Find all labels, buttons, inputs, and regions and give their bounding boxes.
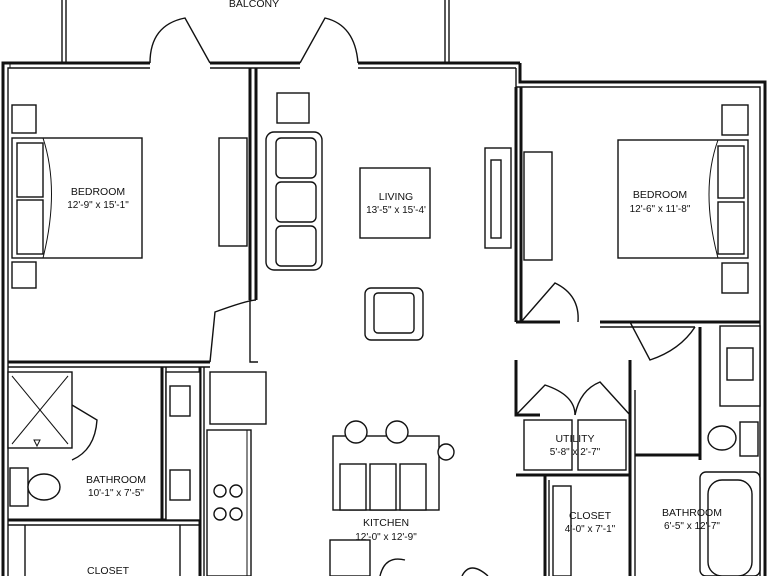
- bathroom-left-dims: 10'-1" x 7'-5": [88, 488, 144, 499]
- washer: [523, 419, 573, 471]
- bathroom-right-label: BATHROOM: [662, 507, 722, 519]
- closet-right-label: CLOSET: [569, 510, 612, 522]
- living-label: LIVING: [379, 191, 413, 203]
- balcony-label: BALCONY: [229, 0, 279, 10]
- room-labels: BALCONY BEDROOM 12'-9" x 15'-1" LIVING 1…: [67, 0, 722, 576]
- interior-walls: [8, 68, 760, 576]
- bathroom-right-dims: 6'-5" x 12'-7": [664, 521, 720, 532]
- door-swings: [71, 282, 696, 576]
- stove-burner: [213, 484, 227, 498]
- bathroom-left-label: BATHROOM: [86, 474, 146, 486]
- dryer: [577, 419, 627, 471]
- utility-label: UTILITY: [555, 433, 594, 445]
- kitchen-dims: 12'-0" x 12'-9": [355, 532, 417, 543]
- kitchen-label: KITCHEN: [363, 517, 409, 529]
- bedroom-left-dims: 12'-9" x 15'-1": [67, 200, 129, 211]
- coffee-table: [359, 167, 431, 239]
- right-bedroom-furniture: [523, 104, 749, 294]
- right-bathroom-fixtures: [699, 325, 761, 576]
- balcony-area: [61, 0, 450, 62]
- kitchen-fixtures: [206, 371, 455, 576]
- left-bedroom-furniture: [11, 104, 248, 289]
- toilet-left: [27, 473, 61, 501]
- balcony-door-left: [149, 17, 359, 64]
- utility-fixtures: [523, 419, 627, 576]
- living-dims: 13'-5" x 15'-4': [366, 205, 426, 216]
- toilet-right: [707, 425, 737, 451]
- closet-right-dims: 4'-0" x 7'-1": [565, 524, 616, 535]
- closet-left-label: CLOSET: [87, 565, 130, 576]
- bedroom-right-label: BEDROOM: [633, 189, 687, 201]
- utility-dims: 5'-8" x 2'-7": [550, 447, 601, 458]
- bedroom-right-dims: 12'-6" x 11'-8": [630, 204, 691, 215]
- living-furniture: [265, 92, 512, 341]
- left-bathroom-fixtures: [7, 371, 201, 521]
- bedroom-left-label: BEDROOM: [71, 186, 125, 198]
